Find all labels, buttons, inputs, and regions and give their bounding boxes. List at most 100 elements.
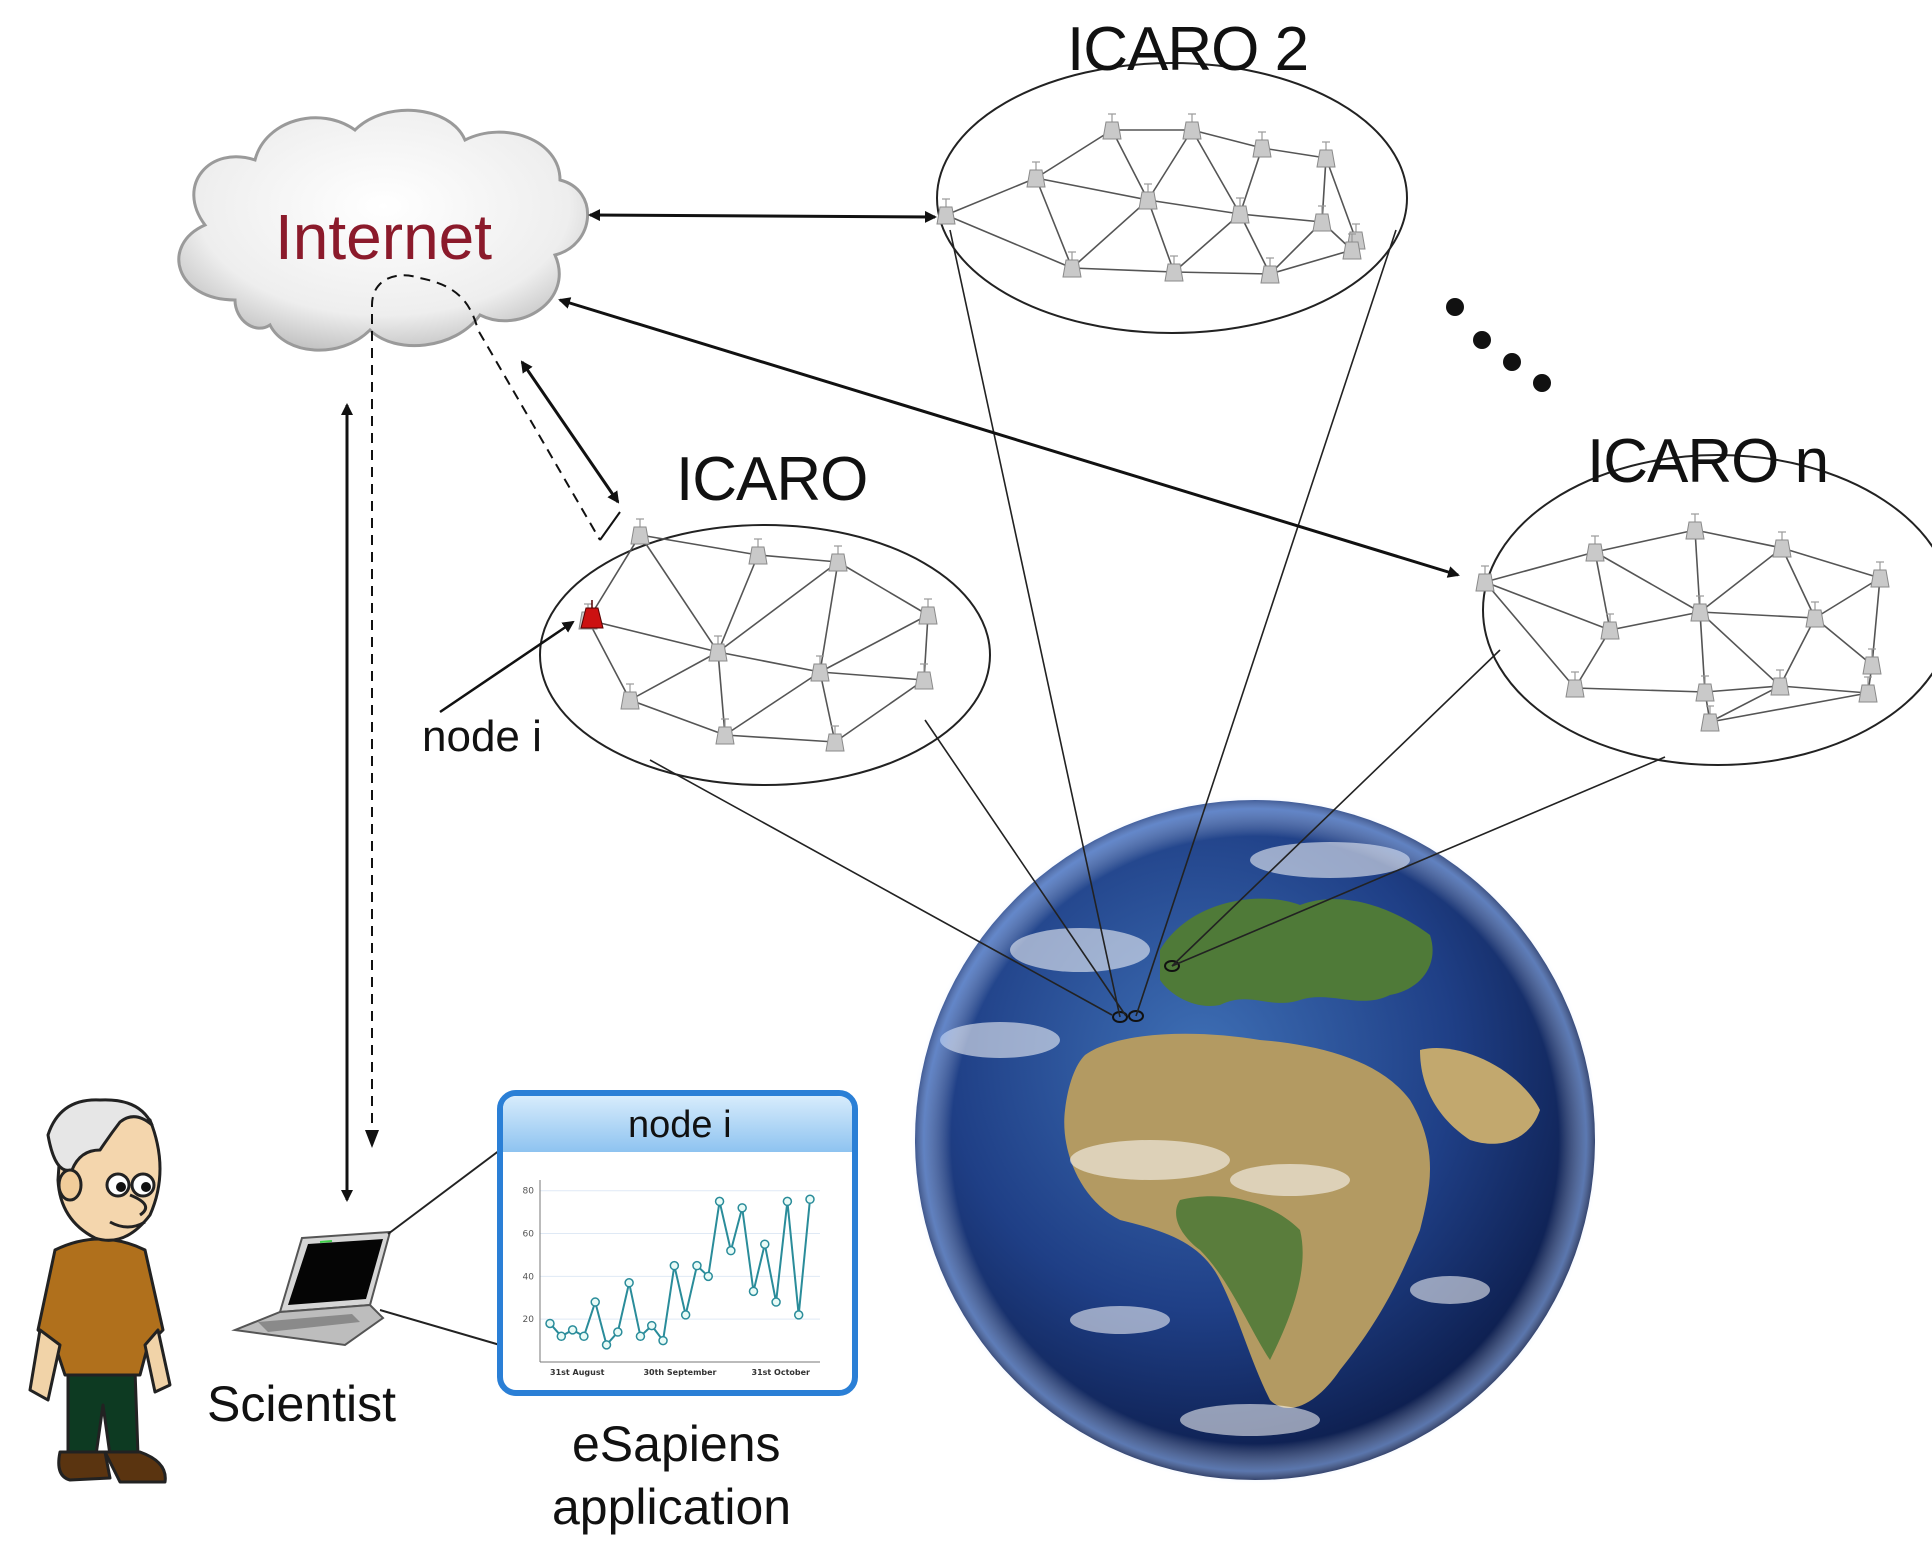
sensor-node-icon bbox=[1870, 561, 1890, 588]
arrow-internet-icaro1 bbox=[520, 360, 620, 504]
sensor-node-icon bbox=[1862, 648, 1882, 675]
mesh-link bbox=[724, 671, 821, 736]
y-tick-label: 60 bbox=[523, 1230, 535, 1240]
mesh-link bbox=[1694, 529, 1701, 613]
icaro-cluster-n bbox=[1482, 454, 1932, 766]
data-point bbox=[613, 1327, 623, 1337]
sensor-node-icon bbox=[1252, 131, 1272, 158]
sensor-node-icon bbox=[1260, 257, 1280, 284]
icaro-n-label: ICARO n bbox=[1587, 427, 1829, 496]
mesh-link bbox=[1035, 129, 1113, 179]
data-point bbox=[556, 1331, 567, 1342]
series-line bbox=[549, 1199, 811, 1347]
mesh-link bbox=[1871, 577, 1881, 666]
mesh-link bbox=[834, 679, 925, 743]
mesh-link bbox=[717, 651, 726, 736]
mesh-link bbox=[1484, 581, 1576, 689]
icaro-1-label: ICARO bbox=[676, 445, 868, 514]
data-point bbox=[669, 1260, 680, 1271]
sensor-node-icon bbox=[1858, 676, 1878, 703]
icaro-2-label: ICARO 2 bbox=[1067, 15, 1309, 84]
mesh-link bbox=[819, 671, 836, 743]
mesh-link bbox=[837, 561, 929, 616]
data-flow-path bbox=[371, 274, 621, 1140]
mesh-link bbox=[639, 534, 719, 653]
mesh-link bbox=[1779, 685, 1869, 694]
node-i-label: node i bbox=[422, 712, 542, 761]
mesh-link bbox=[1035, 177, 1149, 201]
mesh-link bbox=[1709, 692, 1869, 723]
y-tick-label: 40 bbox=[523, 1272, 535, 1282]
mesh-link bbox=[1239, 147, 1263, 215]
node-i-marker bbox=[580, 600, 604, 629]
sensor-node-icon bbox=[1700, 705, 1720, 732]
mesh-link bbox=[1594, 551, 1611, 631]
internet-cloud bbox=[177, 108, 589, 352]
mesh-link bbox=[1814, 577, 1881, 619]
sensor-node-icon bbox=[1585, 535, 1605, 562]
mesh-link bbox=[819, 561, 839, 673]
mesh-link bbox=[587, 619, 719, 653]
mesh-link bbox=[1147, 199, 1175, 273]
mesh-link bbox=[1071, 199, 1149, 269]
sensor-node-icon bbox=[936, 198, 956, 225]
data-point bbox=[737, 1203, 747, 1213]
mesh-link bbox=[1699, 611, 1706, 693]
sensor-node-icon bbox=[1230, 197, 1250, 224]
mesh-link bbox=[1484, 581, 1611, 631]
sensor-node-icon bbox=[748, 538, 768, 565]
sensor-node-icon bbox=[1342, 233, 1362, 260]
sensor-node-icon bbox=[825, 725, 845, 752]
mesh-link bbox=[1269, 249, 1353, 275]
mesh-link bbox=[1147, 199, 1241, 215]
sensor-node-icon bbox=[1565, 671, 1585, 698]
mesh-link bbox=[1694, 529, 1783, 549]
data-point bbox=[658, 1335, 668, 1346]
data-point bbox=[635, 1331, 646, 1342]
mesh-link bbox=[1325, 157, 1357, 241]
connection-arrows bbox=[341, 209, 1460, 1202]
sensor-node-icon bbox=[1182, 113, 1202, 140]
mesh-link bbox=[717, 561, 839, 653]
data-point bbox=[771, 1297, 781, 1307]
y-tick-label: 80 bbox=[523, 1187, 535, 1197]
mesh-link bbox=[819, 671, 925, 681]
sensor-node-icon bbox=[1316, 141, 1336, 168]
app-name-line1: eSapiens bbox=[572, 1416, 781, 1472]
mesh-link bbox=[1779, 617, 1816, 687]
data-point bbox=[805, 1194, 815, 1205]
data-point bbox=[545, 1318, 555, 1329]
data-point bbox=[590, 1297, 600, 1307]
sensor-node-icon bbox=[1312, 205, 1332, 232]
location-marker bbox=[1112, 1011, 1128, 1023]
sensor-node-icon bbox=[630, 518, 650, 545]
mesh-link bbox=[587, 619, 631, 701]
icaro-2-mesh bbox=[936, 113, 1366, 284]
mesh-link bbox=[1239, 213, 1323, 223]
more-clusters-ellipsis bbox=[1446, 298, 1551, 392]
mesh-link bbox=[1609, 611, 1701, 631]
app-window-title: node i bbox=[628, 1104, 732, 1146]
y-tick-label: 20 bbox=[523, 1315, 535, 1325]
data-point bbox=[646, 1320, 657, 1331]
mesh-link bbox=[1111, 129, 1149, 201]
mesh-link bbox=[1709, 685, 1781, 723]
sensor-node-icon bbox=[914, 663, 934, 690]
mesh-link bbox=[1191, 129, 1263, 149]
data-point bbox=[601, 1340, 612, 1350]
dashed-arrow-head bbox=[365, 1130, 379, 1148]
data-point bbox=[782, 1196, 793, 1207]
mesh-link bbox=[1239, 213, 1271, 275]
mesh-link bbox=[629, 699, 726, 736]
mesh-link bbox=[945, 214, 1073, 269]
mesh-link bbox=[1781, 547, 1816, 619]
mesh-link bbox=[1699, 611, 1816, 619]
sensor-node-icon bbox=[708, 635, 728, 662]
sensor-node-icon bbox=[828, 545, 848, 572]
arrow-internet-icaron bbox=[558, 297, 1460, 578]
data-point bbox=[748, 1286, 759, 1297]
sensor-node-icon bbox=[1805, 601, 1825, 628]
sensor-node-icon bbox=[1164, 255, 1184, 282]
mesh-link bbox=[1699, 547, 1783, 613]
